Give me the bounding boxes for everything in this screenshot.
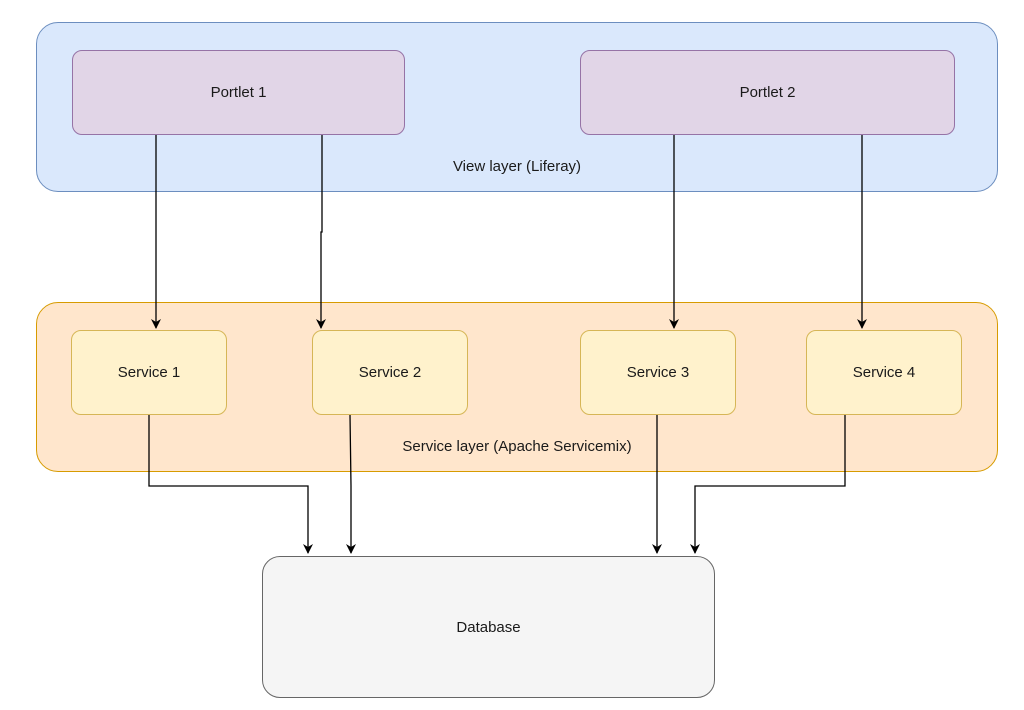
- portlet-2-label: Portlet 2: [739, 84, 796, 101]
- view-layer-label: View layer (Liferay): [452, 158, 582, 175]
- portlet-1-label: Portlet 1: [210, 84, 267, 101]
- service-layer-label: Service layer (Apache Servicemix): [402, 438, 632, 455]
- service-1-label: Service 1: [117, 364, 181, 381]
- database-label: Database: [456, 618, 521, 636]
- portlet-2[interactable]: Portlet 2: [580, 50, 955, 135]
- portlet-1[interactable]: Portlet 1: [72, 50, 405, 135]
- service-4-label: Service 4: [852, 364, 916, 381]
- service-1[interactable]: Service 1: [71, 330, 227, 415]
- database[interactable]: Database: [262, 556, 715, 698]
- service-2-label: Service 2: [358, 364, 422, 381]
- service-2[interactable]: Service 2: [312, 330, 468, 415]
- service-3-label: Service 3: [626, 364, 690, 381]
- service-3[interactable]: Service 3: [580, 330, 736, 415]
- service-4[interactable]: Service 4: [806, 330, 962, 415]
